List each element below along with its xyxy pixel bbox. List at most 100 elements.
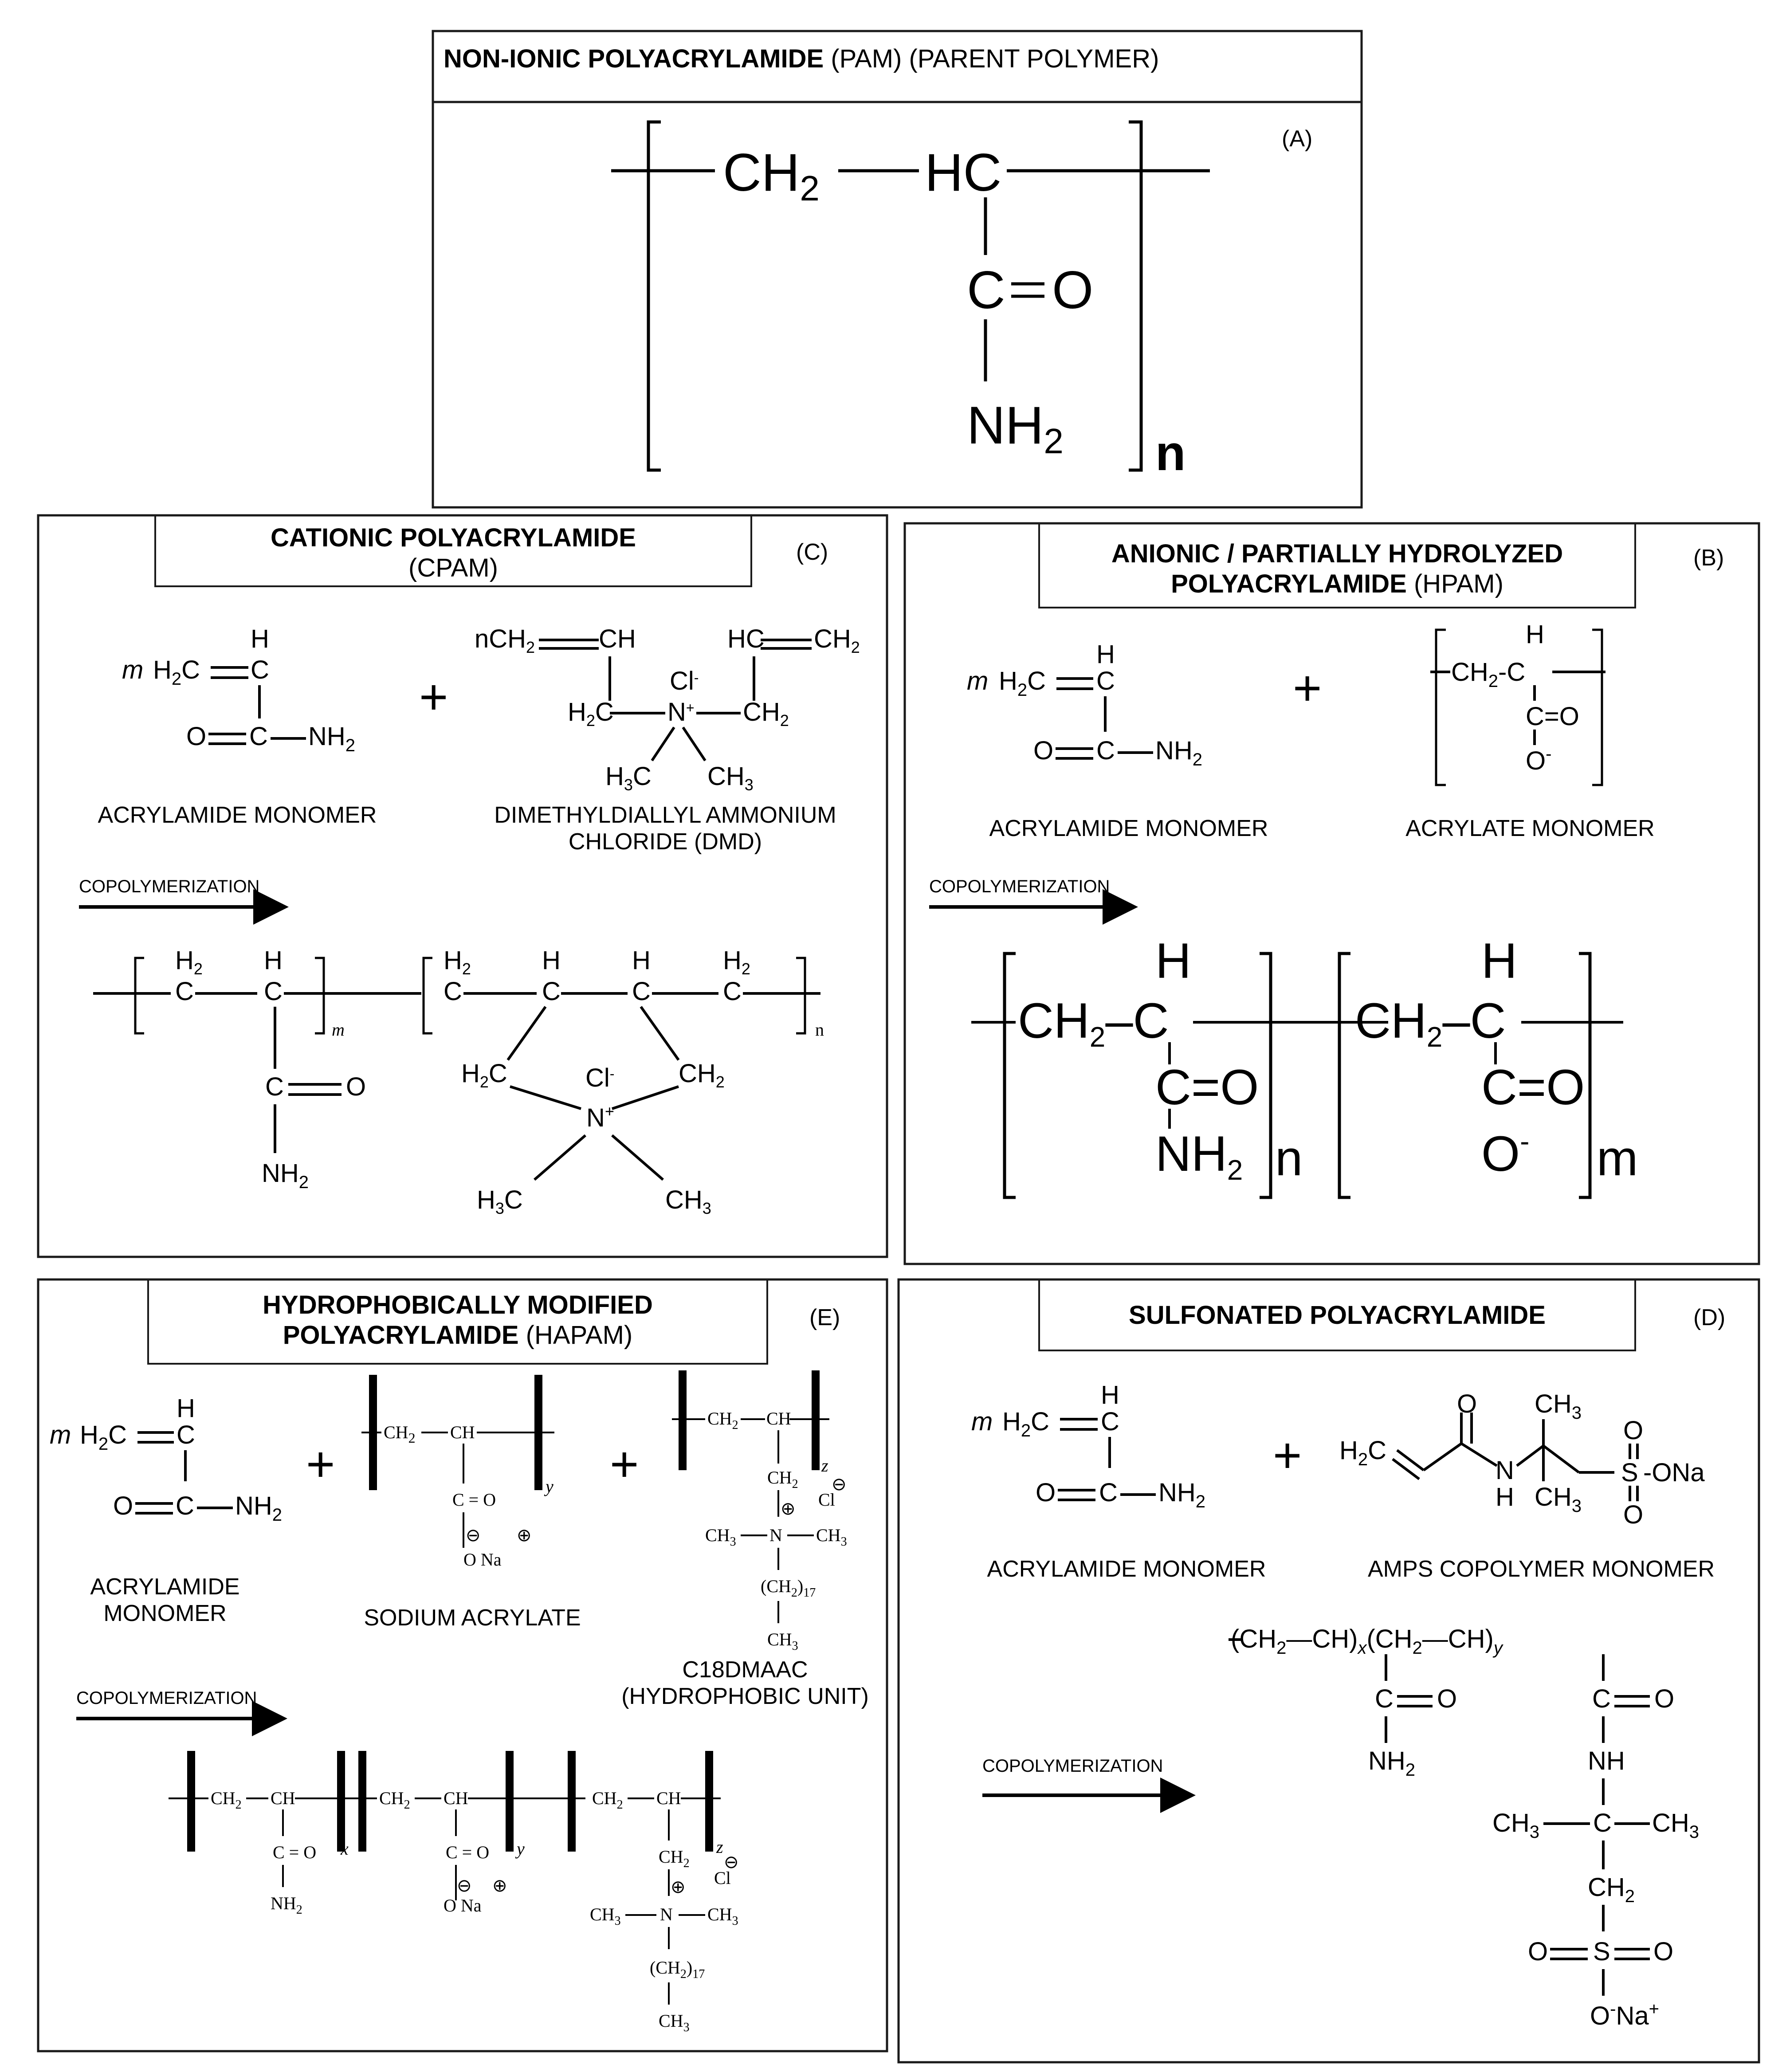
sp-o3: O bbox=[1528, 1937, 1548, 1966]
cp-ring4 bbox=[612, 1085, 679, 1110]
hp2-ch3r: CH3 bbox=[707, 1904, 738, 1928]
hp-br1 bbox=[1003, 952, 1016, 1199]
hp2-ona: O Na bbox=[444, 1895, 482, 1915]
panel-c-monomer1-label: ACRYLAMIDE MONOMER bbox=[98, 802, 377, 828]
hp2-br6 bbox=[705, 1751, 713, 1852]
panel-c-tag: (C) bbox=[796, 539, 828, 565]
hp-n: n bbox=[1275, 1130, 1303, 1186]
c18-minus: ⊖ bbox=[832, 1474, 847, 1494]
sa-y: y bbox=[544, 1476, 553, 1496]
panel-a-title-bold: NON-IONIC POLYACRYLAMIDE bbox=[444, 44, 824, 73]
panel-d-monomer1-label: ACRYLAMIDE MONOMER bbox=[987, 1556, 1266, 1582]
panel-e-plus-1: + bbox=[306, 1436, 335, 1492]
hp2-ch2d: CH2 bbox=[659, 1847, 690, 1870]
he-c1: C bbox=[177, 1421, 195, 1449]
hp-h2: H bbox=[1481, 933, 1517, 989]
cp-h3: H bbox=[542, 946, 561, 975]
hapam-sodium-acrylate-structure: CH2 CH C = O y ⊖ ⊕ O Na bbox=[361, 1375, 554, 1570]
panel-d-plus: + bbox=[1273, 1428, 1302, 1483]
hp2-br3 bbox=[358, 1751, 366, 1852]
c18-br2 bbox=[812, 1370, 820, 1470]
panel-e-title-rest: (HAPAM) bbox=[519, 1321, 633, 1350]
panel-b-title-rest: (HPAM) bbox=[1407, 569, 1503, 598]
pam-nh2: NH2 bbox=[967, 396, 1064, 461]
hp2-br4 bbox=[506, 1751, 514, 1852]
c18-ch2b: CH2 bbox=[767, 1468, 798, 1491]
panel-b-hpam: ANIONIC / PARTIALLY HYDROLYZED POLYACRYL… bbox=[903, 522, 1760, 1265]
amps-ona: -ONa bbox=[1643, 1458, 1705, 1487]
hb-nh2: NH2 bbox=[1155, 736, 1202, 769]
panel-c-plus: + bbox=[419, 669, 448, 725]
cp-h2c: H2 bbox=[723, 946, 750, 978]
hapam-product-structure: CH2 CH C = O x NH2 CH2 CH C = O y ⊖ ⊕ O … bbox=[169, 1751, 739, 2034]
pam-left-bracket bbox=[647, 120, 661, 472]
panel-e-tag: (E) bbox=[809, 1305, 840, 1330]
panel-d-title-box bbox=[1038, 1279, 1636, 1351]
panel-e-monomer1-label2: MONOMER bbox=[103, 1601, 226, 1626]
hp-br2 bbox=[1260, 952, 1272, 1199]
sp-c1: C bbox=[1375, 1684, 1394, 1713]
hp2-br1 bbox=[187, 1751, 195, 1852]
pam-repeat-unit: CH2 HC C O NH2 n bbox=[611, 120, 1210, 481]
c18-ch2: CH2 bbox=[707, 1409, 738, 1432]
sa-ch2: CH2 bbox=[384, 1422, 416, 1446]
cp-h: H bbox=[264, 946, 283, 975]
cp-c1: C bbox=[175, 977, 194, 1006]
ha-h: H bbox=[1526, 620, 1544, 649]
c18-br1 bbox=[679, 1370, 687, 1470]
ha-ch2: CH2-C bbox=[1451, 658, 1525, 691]
cp-ring3 bbox=[510, 1085, 581, 1110]
hp2-nplus: ⊕ bbox=[671, 1877, 686, 1897]
cpam-h: H bbox=[251, 624, 269, 653]
pam-ch2-text: CH bbox=[723, 143, 800, 202]
panel-d-tag: (D) bbox=[1693, 1305, 1725, 1330]
hp-co2: C=O bbox=[1481, 1060, 1585, 1115]
pam-hc: HC bbox=[925, 143, 1001, 202]
hpam-product-structure: CH2–C H C=O NH2 n CH2–C H C=O O- m bbox=[971, 933, 1638, 1199]
hp2-cl: Cl bbox=[714, 1868, 731, 1888]
dmd-nch2: nCH2 bbox=[475, 624, 535, 656]
panel-b-title-line2: POLYACRYLAMIDE (HPAM) bbox=[1171, 569, 1503, 598]
amps-b6 bbox=[1543, 1444, 1580, 1474]
cp-c7: C bbox=[723, 977, 742, 1006]
cp-me2 bbox=[611, 1134, 664, 1181]
panel-b-monomer1-label: ACRYLAMIDE MONOMER bbox=[989, 816, 1268, 841]
pam-ch2: CH2 bbox=[723, 143, 820, 208]
amps-b3 bbox=[1516, 1444, 1544, 1467]
pam-nh-sub: 2 bbox=[1044, 421, 1064, 461]
hp-ch2-2: CH2–C bbox=[1355, 993, 1506, 1053]
amps-b1 bbox=[1423, 1442, 1462, 1472]
cpam-acrylamide-structure: m H2C H C O C NH2 bbox=[122, 624, 355, 755]
hp-nh2: NH2 bbox=[1155, 1126, 1243, 1186]
dmd-n: N+ bbox=[667, 698, 695, 726]
amps-db1 bbox=[1396, 1449, 1425, 1472]
hb-o: O bbox=[1033, 736, 1053, 765]
hp2-cha: CH bbox=[271, 1788, 295, 1808]
c18-n: N bbox=[769, 1525, 782, 1545]
panel-c-title-line2: (CPAM) bbox=[408, 553, 498, 582]
sa-minus: ⊖ bbox=[466, 1525, 481, 1545]
dmd-hc: HC bbox=[727, 624, 765, 653]
sp-ona: O-Na+ bbox=[1590, 1999, 1659, 2030]
cp-ring2 bbox=[640, 1006, 680, 1061]
he-h: H bbox=[177, 1394, 195, 1423]
cp-m: m bbox=[332, 1020, 345, 1040]
cpam-product-structure: H2 C H C m C O NH2 H2 C H C H C H2 bbox=[93, 946, 824, 1217]
dmd-cl: Cl- bbox=[670, 667, 699, 695]
hp-co1: C=O bbox=[1155, 1060, 1259, 1115]
panel-b-tag: (B) bbox=[1693, 545, 1724, 571]
dmd-me1 bbox=[651, 726, 675, 761]
c18-ch3r: CH3 bbox=[816, 1525, 847, 1549]
hp2-chb: CH bbox=[444, 1788, 468, 1808]
cp-c4: C bbox=[444, 977, 462, 1006]
sulfonated-product-structure: (CH2—CH)x(CH2—CH)y C O NH2 C O NH CH3 C … bbox=[1229, 1625, 1699, 2030]
panel-b-plus: + bbox=[1293, 660, 1322, 716]
cp-o: O bbox=[346, 1072, 366, 1101]
panel-c-monomer2-label1: DIMETHYLDIALLYL AMMONIUM bbox=[494, 802, 836, 828]
sp-nh2: NH2 bbox=[1368, 1746, 1415, 1780]
sulfonated-acrylamide-structure: m H2C H C O C NH2 bbox=[971, 1381, 1205, 1511]
cp-h4: H bbox=[632, 946, 651, 975]
cp-h2: H2 bbox=[175, 946, 203, 978]
amps-h2c: H2C bbox=[1339, 1436, 1386, 1469]
